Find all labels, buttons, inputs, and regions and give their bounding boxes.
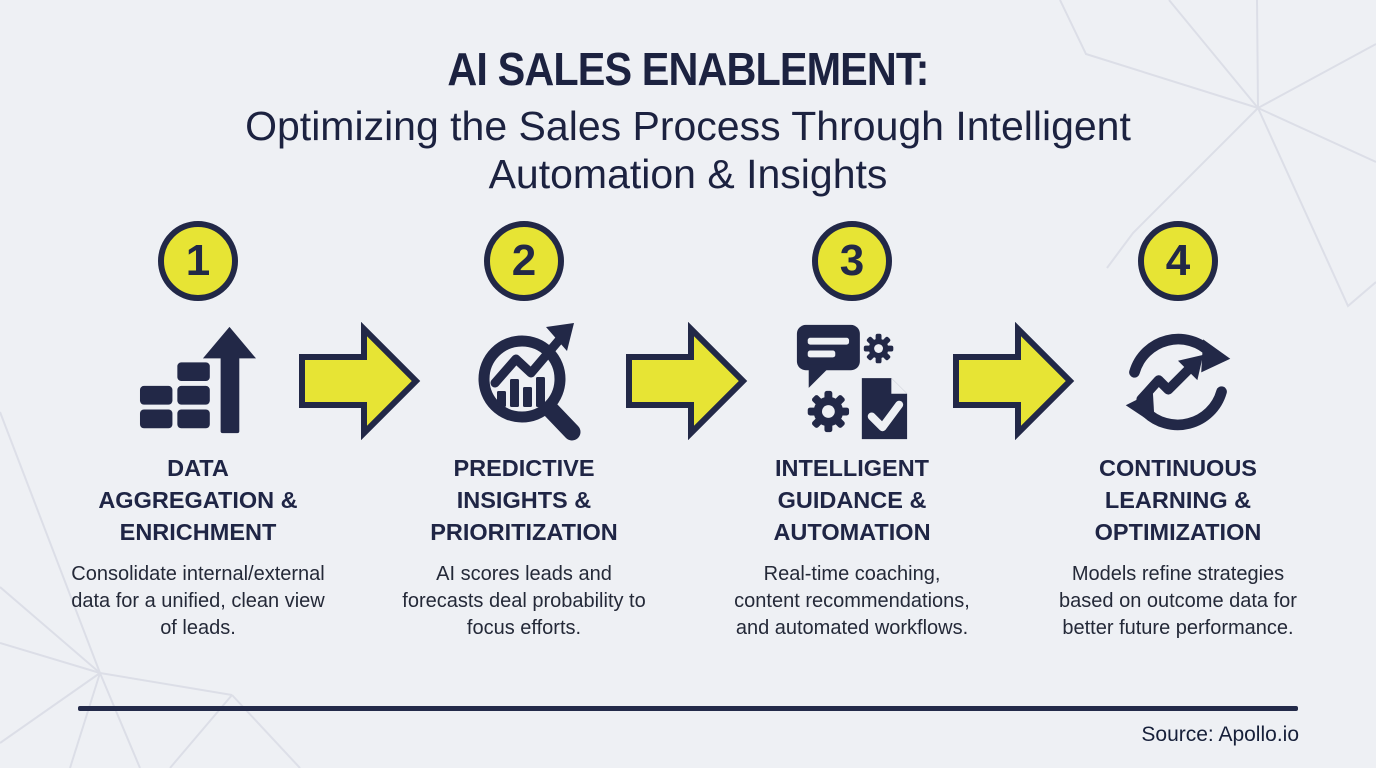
step-3-description: Real-time coaching, content recommendati… xyxy=(734,562,970,640)
step-1-number-badge: 1 xyxy=(158,221,238,301)
step-1-column: 1 DATA AGGREGATION & ENRICHMENT Consolid… xyxy=(48,221,348,642)
arrow-right-icon xyxy=(626,322,748,440)
step-2-column: 2 PREDICTIVE INSIGHTS & PRIORITIZATION A… xyxy=(374,221,674,642)
page-title: AI SALES ENABLEMENT: xyxy=(447,43,929,95)
footer-divider xyxy=(78,706,1298,711)
step-4-column: 4 CONTINUOUS LEARNING & OPTIMIZATION Mod… xyxy=(1028,221,1328,642)
step-1-description: Consolidate internal/external data for a… xyxy=(71,562,325,640)
arrow-right-icon xyxy=(953,322,1075,440)
page-subtitle: Optimizing the Sales Process Through Int… xyxy=(245,103,1131,198)
magnifier-analytics-icon xyxy=(464,315,584,449)
bar-chart-growth-icon xyxy=(137,315,259,449)
header: AI SALES ENABLEMENT: Optimizing the Sale… xyxy=(0,46,1376,199)
arrow-right-icon xyxy=(299,322,421,440)
step-4-title: CONTINUOUS LEARNING & OPTIMIZATION xyxy=(1094,455,1262,545)
source-attribution: Source: Apollo.io xyxy=(1141,723,1299,746)
step-2-number-badge: 2 xyxy=(484,221,564,301)
step-3-column: 3 xyxy=(702,221,1002,642)
step-3-title: INTELLIGENT GUIDANCE & AUTOMATION xyxy=(773,455,931,545)
step-1-title: DATA AGGREGATION & ENRICHMENT xyxy=(98,455,298,545)
cycle-growth-arrows-icon xyxy=(1118,315,1238,449)
step-3-number-badge: 3 xyxy=(812,221,892,301)
step-2-title: PREDICTIVE INSIGHTS & PRIORITIZATION xyxy=(430,455,618,545)
chat-gears-checklist-icon xyxy=(791,315,913,449)
step-4-description: Models refine strategies based on outcom… xyxy=(1059,562,1297,640)
step-4-number-badge: 4 xyxy=(1138,221,1218,301)
step-2-description: AI scores leads and forecasts deal proba… xyxy=(402,562,646,640)
